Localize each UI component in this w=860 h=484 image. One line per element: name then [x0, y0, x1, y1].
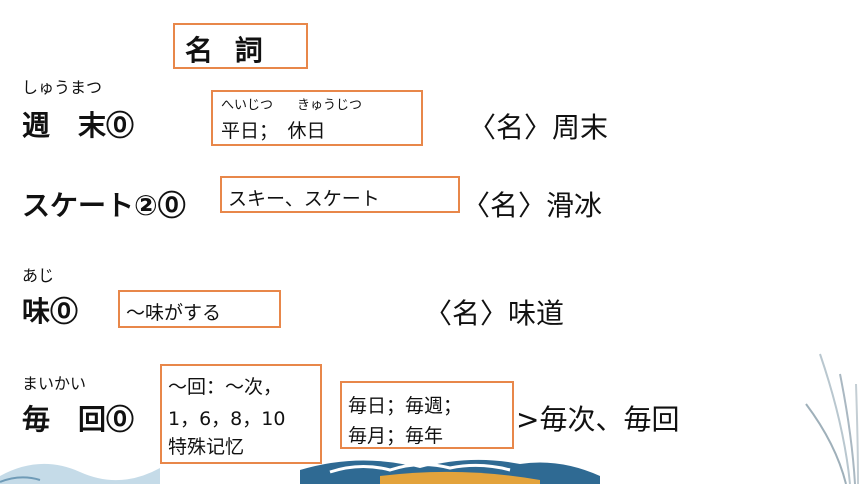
word-aji: 味⓪ — [22, 295, 79, 328]
title-box: 名 詞 — [173, 23, 308, 69]
meaning-aji: 〈名〉味道 — [424, 297, 565, 330]
meaning-shuumatsu: 〈名〉周末 — [468, 111, 609, 144]
ruby-kyuujitsu: きゅうじつ — [297, 98, 363, 113]
slide-title: 名 詞 — [185, 34, 269, 67]
meaning-skate: 〈名〉滑冰 — [462, 189, 603, 222]
reading-maikai: まいかい — [22, 374, 87, 393]
note-box-ski: スキー、スケート — [220, 176, 460, 213]
decorative-grass-illustration — [805, 353, 859, 484]
note-box-mai: 毎日；毎週； 毎月；毎年 — [340, 381, 514, 449]
note-box-heijitsu: へいじつ きゅうじつ 平日； 休日 — [211, 90, 423, 146]
note-text-ski: スキー、スケート — [228, 188, 380, 210]
note-kai-line1: ～回：～次， — [168, 376, 283, 398]
ruby-heijitsu: へいじつ — [221, 98, 274, 113]
reading-shuumatsu: しゅうまつ — [22, 78, 103, 97]
word-maikai: 毎 回⓪ — [22, 403, 135, 436]
note-text-aji: ～味がする — [126, 302, 222, 324]
note-box-kai: ～回：～次， 1，6，8，10 特殊记忆 — [160, 364, 322, 464]
word-skate: スケート②⓪ — [22, 189, 186, 222]
meaning-maikai: >毎次、毎回 — [516, 403, 680, 436]
note-box-aji: ～味がする — [118, 290, 281, 328]
note-mai-line1: 毎日；毎週； — [348, 395, 463, 417]
reading-aji: あじ — [22, 266, 55, 285]
note-mai-line2: 毎月；毎年 — [348, 425, 444, 447]
word-shuumatsu: 週 末⓪ — [22, 109, 135, 142]
note-text-heijitsu: 平日； 休日 — [221, 120, 326, 142]
note-kai-line3: 特殊记忆 — [168, 436, 245, 458]
note-kai-line2: 1，6，8，10 — [168, 408, 286, 430]
decorative-wave-illustration — [0, 459, 600, 484]
